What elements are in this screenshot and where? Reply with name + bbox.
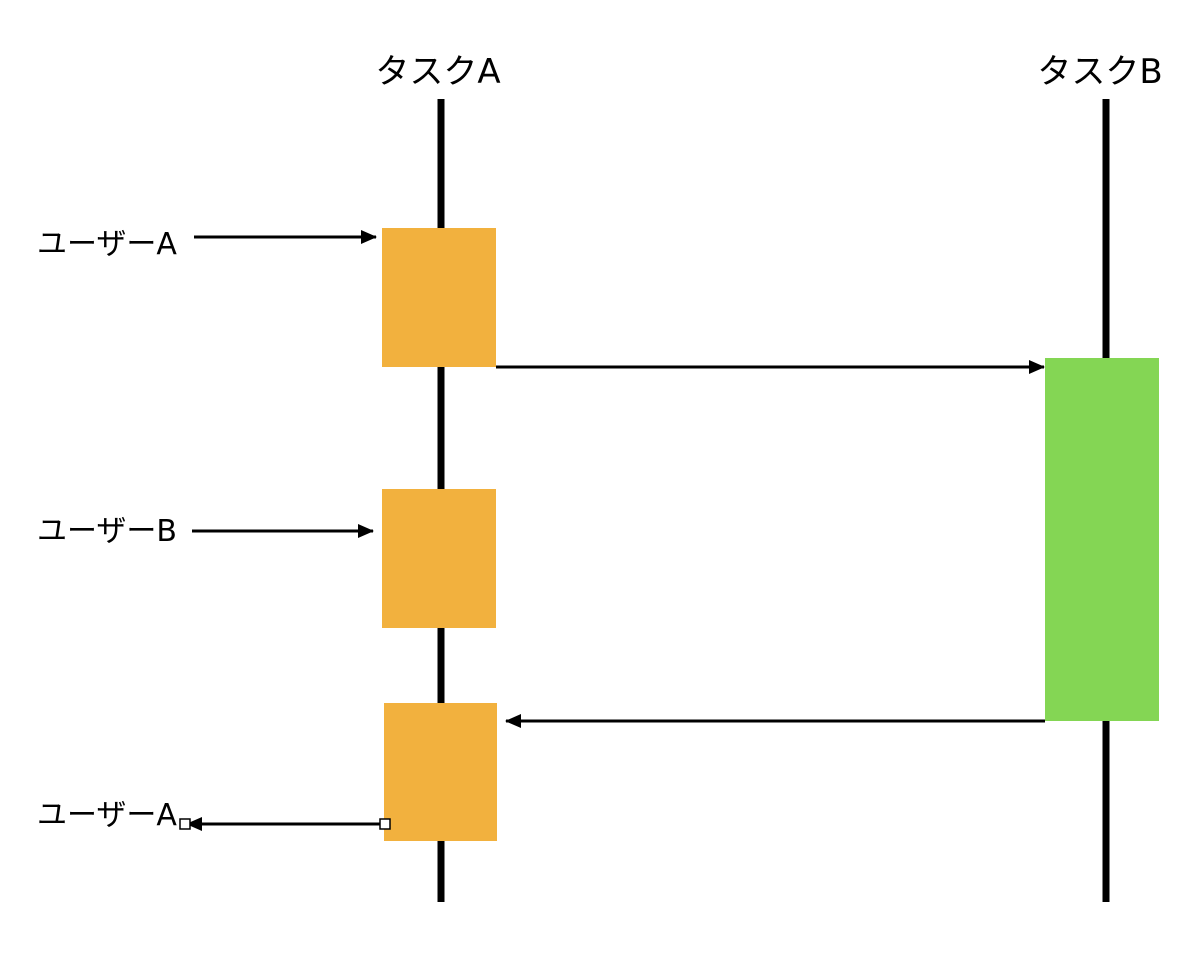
user-a-return-label: ユーザーA xyxy=(37,798,177,833)
user-a-label: ユーザーA xyxy=(37,227,177,262)
user-b-label: ユーザーB xyxy=(37,514,177,549)
task-a-title: タスクA xyxy=(375,52,500,92)
task-b-activation xyxy=(1045,358,1159,721)
task-b-title: タスクB xyxy=(1037,52,1162,92)
task-a-activation-2 xyxy=(382,489,496,628)
selection-handle-start[interactable] xyxy=(179,818,191,830)
task-a-activation-1 xyxy=(382,228,496,367)
selection-handle-end[interactable] xyxy=(379,818,391,830)
task-a-activation-3 xyxy=(384,703,497,841)
